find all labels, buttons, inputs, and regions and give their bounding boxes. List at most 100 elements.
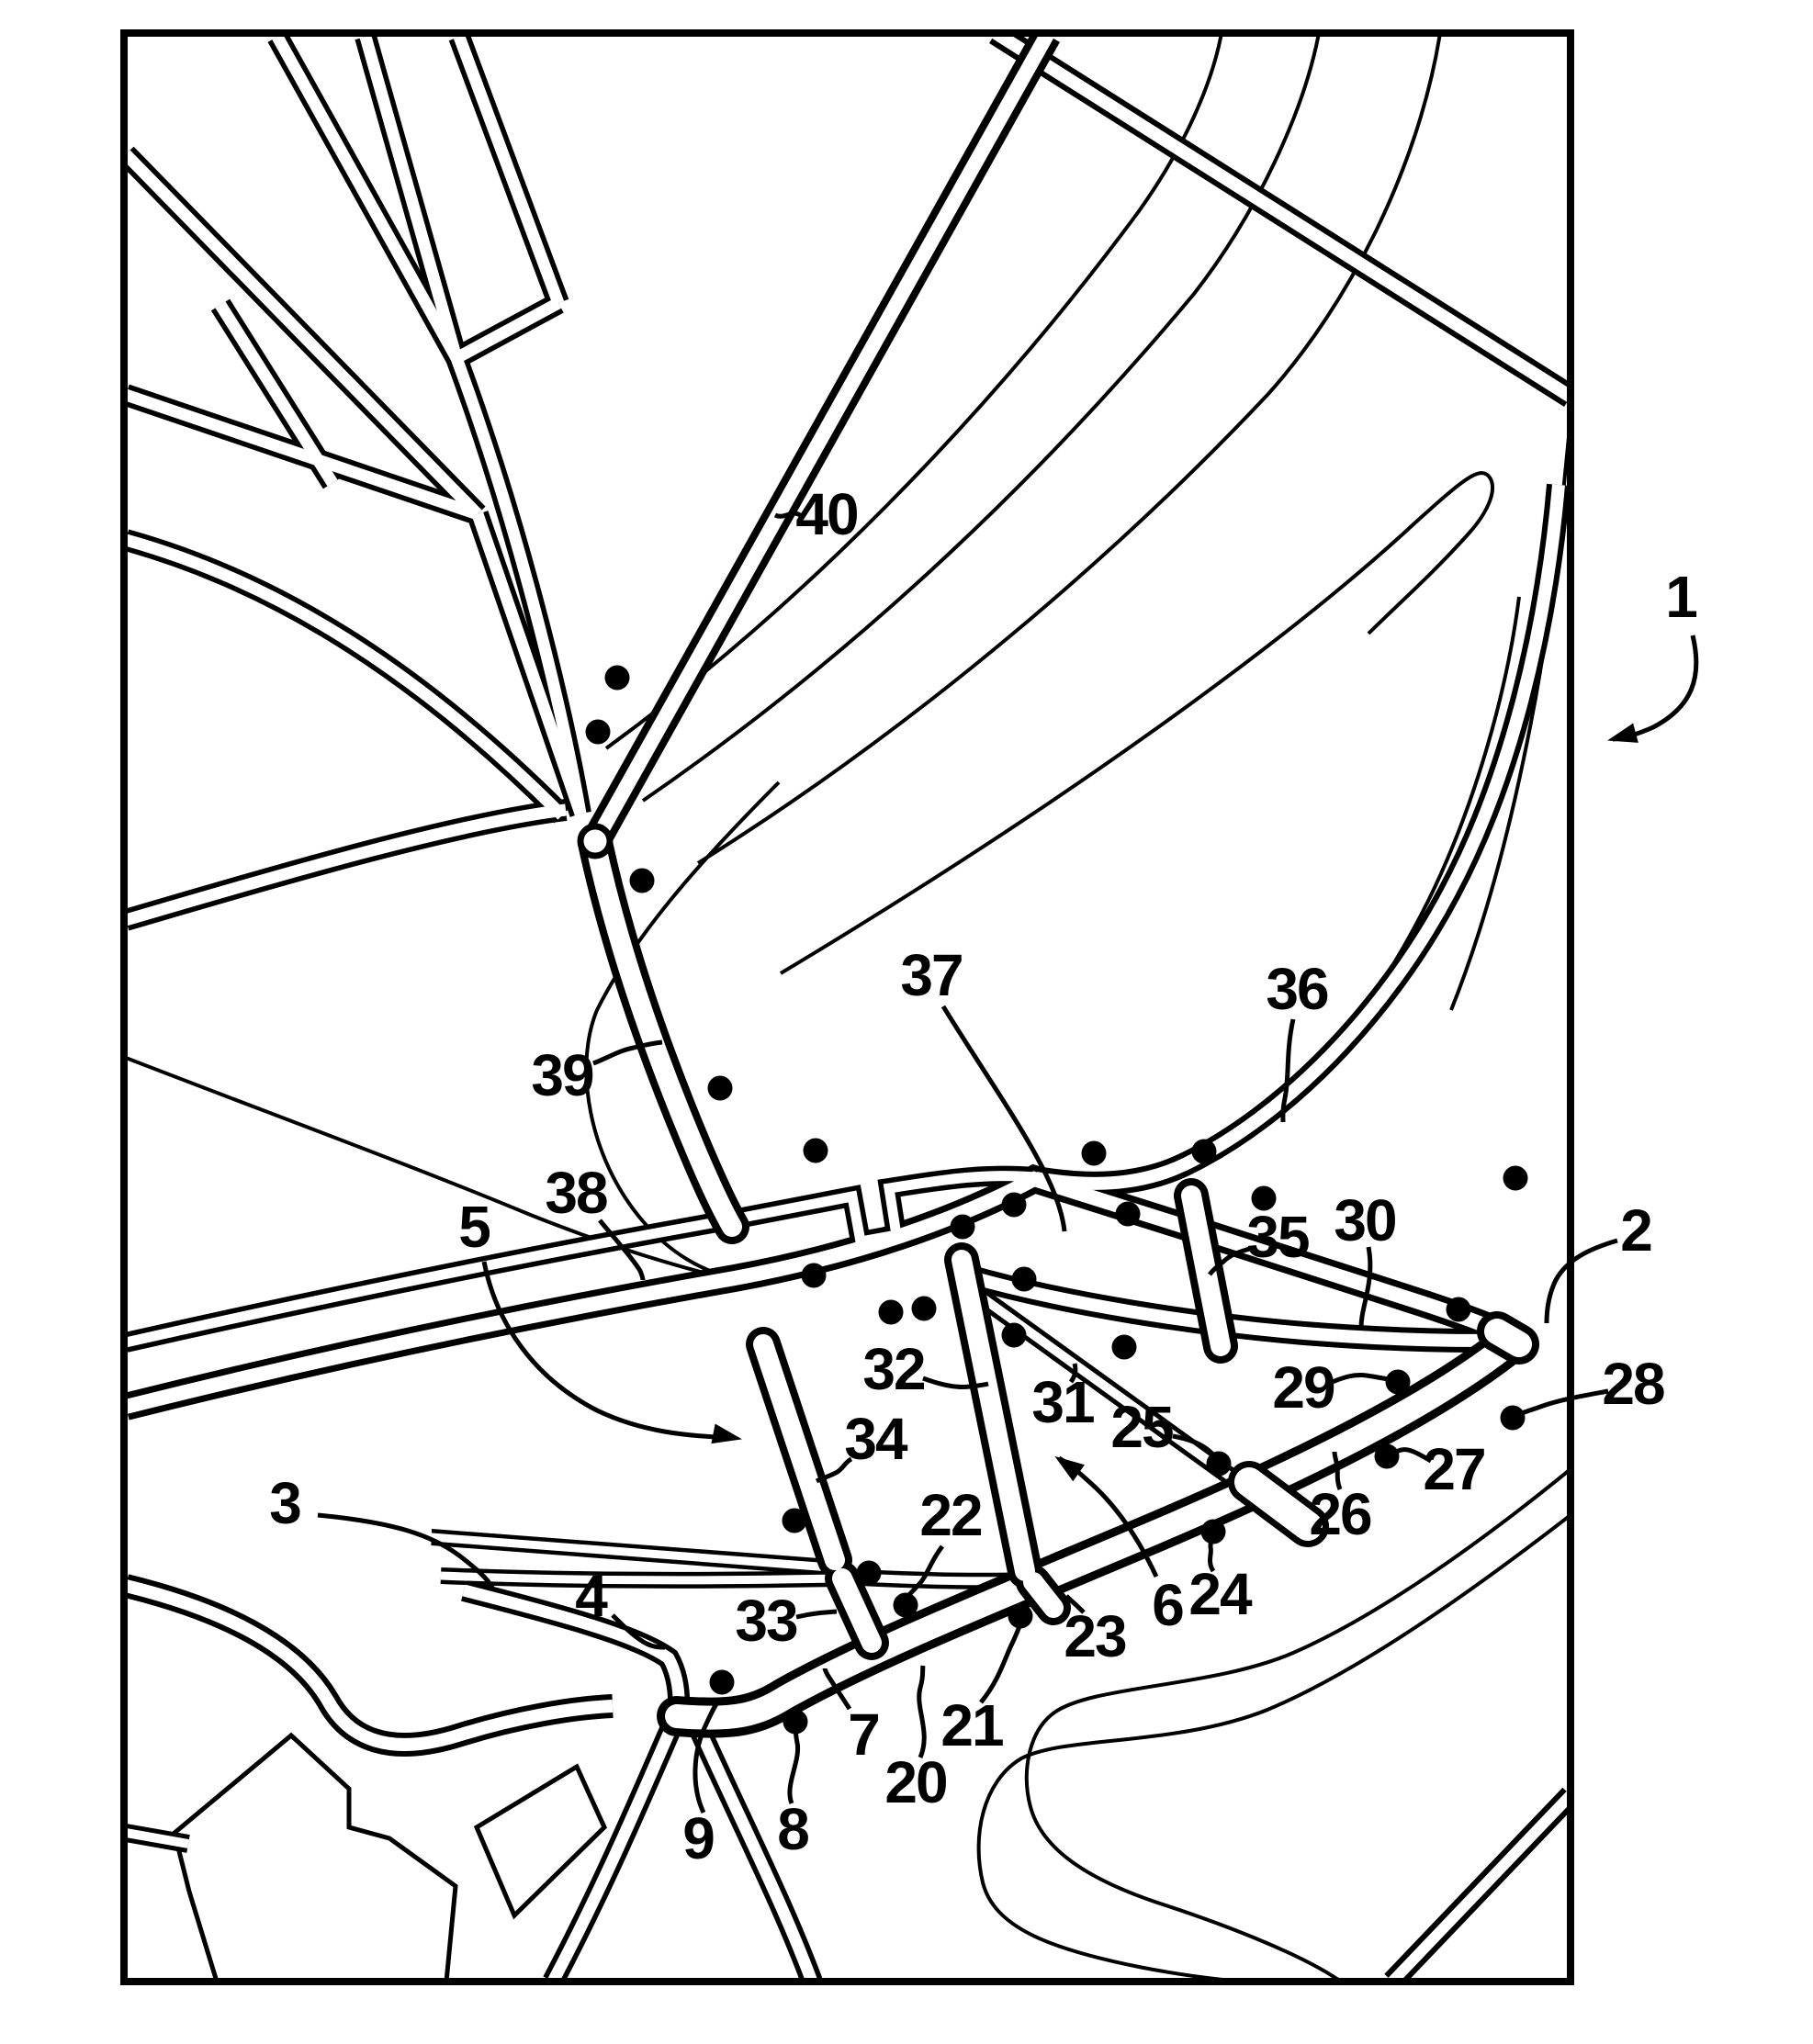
riverside-roads	[128, 483, 1567, 1421]
ref-label-23: 23	[1064, 1594, 1128, 1669]
station-dot	[801, 1263, 827, 1288]
leader-line-5	[481, 1261, 734, 1441]
leader-line-33	[795, 1609, 838, 1620]
river-bank-along-road36	[1184, 596, 1521, 1177]
ref-label-32: 32	[862, 1336, 989, 1402]
ref-number-32: 32	[862, 1336, 925, 1402]
ref-label-39: 39	[531, 1039, 663, 1108]
ref-number-5: 5	[458, 1194, 490, 1260]
leader-line-31	[1068, 1363, 1078, 1384]
station-dot	[1191, 1139, 1217, 1164]
map-artwork	[128, 37, 1567, 1978]
station-dot	[585, 719, 611, 745]
ref-number-3: 3	[269, 1470, 300, 1536]
station-dot	[1008, 1603, 1033, 1629]
ref-label-28: 28	[1514, 1351, 1666, 1419]
station-dot	[803, 1138, 828, 1163]
ref-number-33: 33	[735, 1588, 797, 1654]
leader-arrowhead-5	[711, 1423, 742, 1444]
leader-line-26	[1332, 1451, 1343, 1490]
station-dot	[1206, 1451, 1232, 1477]
river-contour-4	[779, 471, 1494, 975]
ref-label-29: 29	[1272, 1354, 1395, 1421]
ref-number-35: 35	[1246, 1204, 1309, 1270]
leader-line-24	[1208, 1539, 1216, 1573]
leader-line-28	[1514, 1388, 1609, 1419]
ref-label-20: 20	[884, 1665, 949, 1815]
ref-number-30: 30	[1334, 1187, 1395, 1253]
station-dot	[911, 1296, 937, 1321]
station-dot	[782, 1508, 807, 1533]
ref-label-25: 25	[1110, 1394, 1219, 1460]
river-bank-northwest	[584, 781, 781, 1280]
station-dot	[878, 1299, 904, 1325]
river-contour-3	[696, 37, 1442, 865]
leader-line-25	[1172, 1433, 1219, 1460]
ref-number-27: 27	[1423, 1436, 1484, 1502]
ref-label-22: 22	[905, 1482, 984, 1599]
leader-line-32	[922, 1376, 989, 1389]
ref-label-7: 7	[822, 1668, 881, 1768]
station-dot	[707, 1075, 733, 1101]
ref-label-6: 6	[1054, 1455, 1185, 1638]
ref-number-31: 31	[1031, 1369, 1094, 1435]
ref-number-26: 26	[1309, 1481, 1371, 1547]
station-dot	[783, 1709, 808, 1735]
leader-line-38	[598, 1219, 646, 1281]
river-contour-2	[641, 37, 1321, 803]
station-dot	[1251, 1185, 1277, 1211]
station-dot	[1500, 1405, 1526, 1431]
station-dot	[893, 1592, 918, 1618]
ref-label-33: 33	[735, 1588, 838, 1654]
river-arm-outer-bank	[976, 1515, 1567, 1978]
junction-ring	[577, 823, 614, 859]
station-dot	[629, 868, 655, 893]
station-dots	[585, 665, 1528, 1735]
ref-label-5: 5	[458, 1194, 742, 1444]
ref-number-22: 22	[919, 1482, 982, 1548]
main-roads	[578, 37, 1531, 1738]
leader-line-39	[592, 1039, 663, 1066]
ref-number-29: 29	[1272, 1354, 1334, 1421]
ref-number-23: 23	[1064, 1603, 1126, 1669]
leader-line-22	[905, 1544, 944, 1599]
city-blocks	[172, 1732, 608, 1978]
ref-label-2: 2	[1544, 1197, 1653, 1324]
leader-line-36	[1280, 1018, 1296, 1123]
leader-line-40	[773, 511, 803, 519]
ref-number-6: 6	[1152, 1572, 1183, 1638]
station-dot	[950, 1214, 975, 1240]
leader-line-2	[1544, 1238, 1618, 1324]
block-outline-notched	[172, 1732, 458, 1978]
street-network	[128, 37, 1567, 1978]
ref-label-30: 30	[1334, 1187, 1398, 1329]
ref-number-7: 7	[848, 1701, 879, 1768]
ref-label-31: 31	[1031, 1363, 1096, 1435]
block-outline-small	[473, 1763, 608, 1920]
ref-number-34: 34	[844, 1406, 908, 1472]
ref-label-36: 36	[1266, 956, 1330, 1123]
leader-line-7	[822, 1668, 852, 1711]
station-dot	[1374, 1443, 1400, 1469]
station-dot	[604, 665, 630, 691]
ref-label-38: 38	[545, 1160, 646, 1281]
ref-number-39: 39	[531, 1042, 593, 1108]
station-dot	[1001, 1192, 1027, 1218]
ref-number-8: 8	[777, 1796, 808, 1862]
leader-line-21	[979, 1625, 1022, 1704]
ref-label-21: 21	[940, 1625, 1022, 1758]
ref-label-24: 24	[1188, 1539, 1255, 1627]
station-dot	[1011, 1266, 1037, 1292]
ref-label-37: 37	[900, 942, 1067, 1232]
ref-number-28: 28	[1602, 1351, 1664, 1417]
leader-line-9	[693, 1698, 722, 1814]
station-dot	[1111, 1334, 1137, 1360]
ref-number-24: 24	[1188, 1561, 1253, 1627]
station-dot	[1001, 1322, 1027, 1348]
ref-number-40: 40	[795, 481, 857, 547]
leader-line-8	[787, 1724, 801, 1804]
leader-arrowhead-6	[1054, 1455, 1085, 1482]
station-dot	[709, 1669, 735, 1695]
station-dot	[856, 1560, 882, 1586]
